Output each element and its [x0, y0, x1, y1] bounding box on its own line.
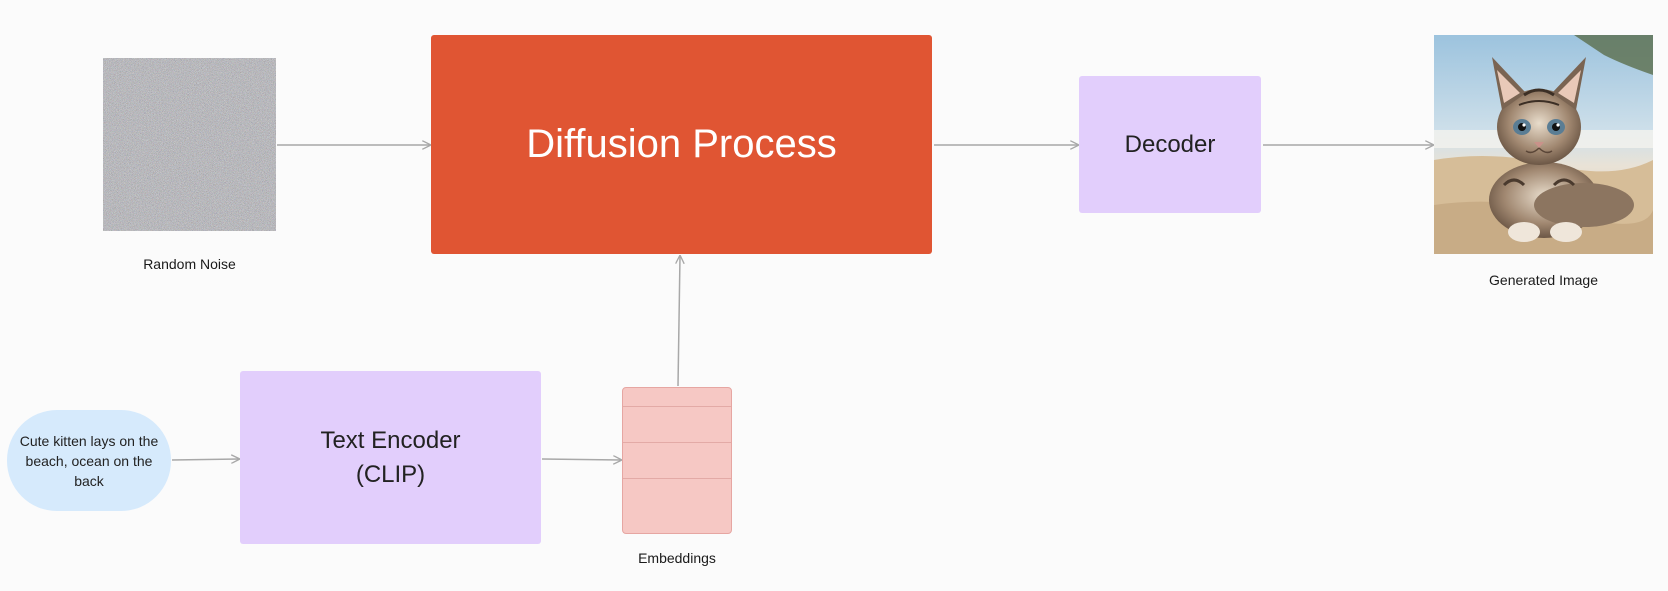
text-encoder-label: Text Encoder	[320, 426, 461, 454]
random-noise-label: Random Noise	[143, 256, 236, 272]
embeddings-label: Embeddings	[638, 550, 716, 566]
arrow-encoder-to-embeddings	[541, 459, 621, 460]
text-encoder-sublabel: (CLIP)	[355, 460, 426, 488]
decoder-block: Decoder	[1079, 76, 1261, 213]
prompt-text: Cute kitten lays on the beach, ocean on …	[19, 432, 159, 489]
decoder-label: Decoder	[1124, 130, 1216, 158]
embedding-cell	[623, 441, 659, 443]
arrow-prompt-to-encoder	[171, 459, 239, 460]
embedding-cell	[623, 405, 659, 407]
diffusion-process-label: Diffusion Process	[526, 122, 837, 166]
diffusion-process-block: Diffusion Process	[431, 35, 932, 254]
embedding-cell	[623, 478, 659, 480]
embedding-cell	[659, 405, 695, 407]
embedding-cell	[659, 478, 695, 480]
embedding-cell	[695, 405, 731, 407]
embedding-cell	[659, 441, 695, 443]
generated-image	[1434, 35, 1653, 254]
arrow-embeddings-to-diffusion	[678, 256, 680, 387]
noise-texture	[103, 58, 276, 231]
prompt-bubble: Cute kitten lays on the beach, ocean on …	[7, 410, 171, 511]
generated-image-label: Generated Image	[1489, 272, 1598, 288]
text-encoder-block: Text Encoder (CLIP)	[240, 371, 541, 544]
embedding-cell	[695, 478, 731, 480]
kitten-illustration	[1434, 35, 1653, 254]
embeddings-grid	[622, 387, 732, 534]
random-noise-image	[103, 58, 276, 231]
embedding-cell	[695, 441, 731, 443]
